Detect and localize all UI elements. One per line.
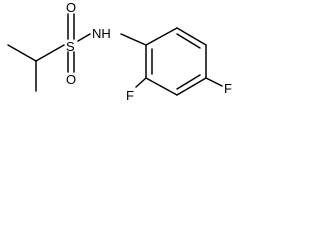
atom-oxygen-top: O [66, 0, 76, 15]
ring-bond-4 [176, 77, 207, 96]
atom-nitrogen-hydrogen: NH [92, 26, 111, 41]
atom-fluorine-ortho: F [126, 88, 134, 103]
atom-fluorine-para: F [224, 81, 232, 96]
bond-c-f-ortho [135, 77, 147, 88]
bond-ch-to-s [35, 44, 65, 62]
ring-double-bond-inner-2 [176, 74, 201, 90]
atom-oxygen-bottom: O [66, 72, 76, 87]
bond-s-n [77, 33, 91, 42]
chemical-structure: O S O NH F F [7, 0, 232, 103]
ring-bond-5 [145, 77, 178, 96]
ring-double-bond-inner-1 [176, 33, 201, 49]
atom-sulfur: S [66, 39, 75, 54]
bond-c-f-para [205, 77, 223, 87]
bond-methyl-upper [7, 44, 37, 62]
ring-bond-2 [176, 27, 207, 46]
bond-n-ring [120, 33, 147, 46]
ring-bond-1 [145, 27, 178, 46]
